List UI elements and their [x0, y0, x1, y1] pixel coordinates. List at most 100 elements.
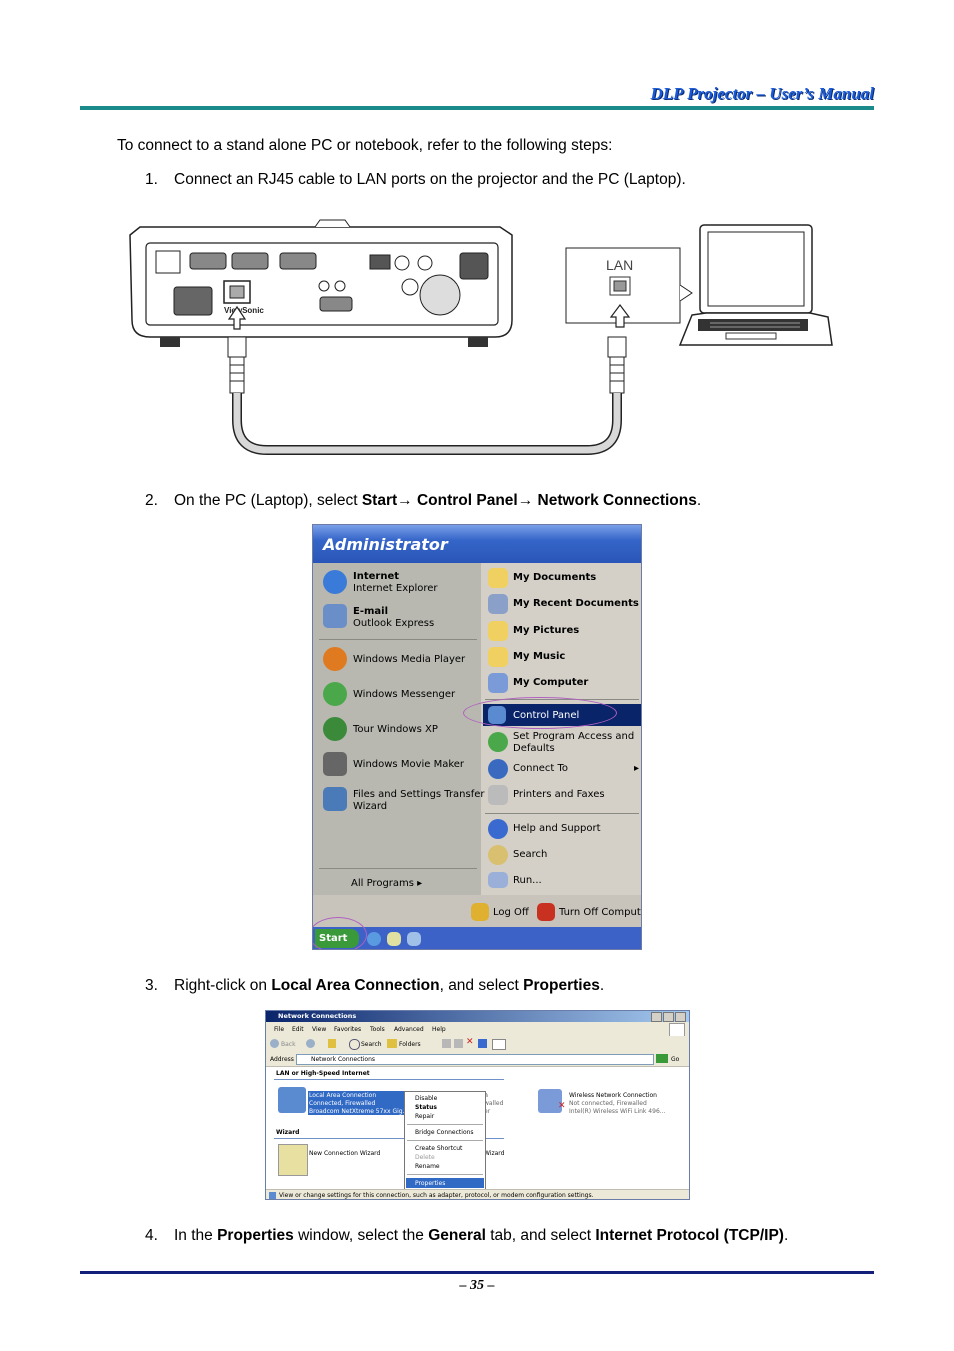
network-connections-screenshot: Network Connections File Edit View Favor…: [265, 1010, 690, 1200]
go-icon[interactable]: [656, 1054, 668, 1063]
section-lan-rule: [274, 1079, 504, 1080]
back-icon[interactable]: [270, 1039, 279, 1048]
ctx-disable[interactable]: Disable: [415, 1095, 438, 1102]
menu-tour-windows-xp[interactable]: Tour Windows XP: [353, 724, 438, 735]
undo-icon[interactable]: [478, 1039, 487, 1048]
menu-view[interactable]: View: [312, 1026, 327, 1033]
ctx-properties[interactable]: Properties: [415, 1180, 446, 1187]
left-separator: [319, 639, 477, 640]
menu-my-documents[interactable]: My Documents: [513, 572, 597, 583]
menu-windows-messenger[interactable]: Windows Messenger: [353, 689, 456, 700]
help-icon: [488, 819, 508, 839]
close-button[interactable]: [675, 1012, 686, 1022]
step-3-text: Right-click on Local Area Connection, an…: [174, 977, 604, 995]
menu-search[interactable]: Search: [513, 849, 548, 860]
menu-help-and-support[interactable]: Help and Support: [513, 823, 601, 834]
ctx-sep-1: [407, 1124, 483, 1125]
wizard-partial: Wizard: [484, 1150, 505, 1157]
step-3-local-area-connection: Local Area Connection: [271, 977, 440, 994]
left-bottom-separator: [319, 868, 477, 869]
step-2-number: 2.: [145, 492, 158, 509]
folders-icon: [387, 1039, 397, 1048]
brand-label: ViewSonic: [224, 306, 264, 315]
menu-my-computer[interactable]: My Computer: [513, 677, 589, 688]
address-input[interactable]: Network Connections: [296, 1054, 654, 1065]
menu-windows-movie-maker[interactable]: Windows Movie Maker: [353, 759, 465, 770]
header-title: DLP Projector – User’s Manual: [650, 84, 874, 103]
program-access-icon: [488, 732, 508, 752]
page-number: – 35 –: [459, 1278, 495, 1293]
search-icon: [488, 845, 508, 865]
toolbar-back[interactable]: Back: [281, 1041, 296, 1048]
quicklaunch-explorer-icon[interactable]: [407, 932, 421, 946]
ctx-repair[interactable]: Repair: [415, 1113, 435, 1120]
up-folder-icon[interactable]: [328, 1039, 336, 1048]
menu-internet[interactable]: Internet: [353, 571, 400, 582]
tour-xp-icon: [323, 717, 347, 741]
quicklaunch-ie-icon[interactable]: [367, 932, 381, 946]
step-2-pre: On the PC (Laptop), select: [174, 492, 362, 509]
step-2-arrow-2: →: [517, 492, 538, 509]
menu-my-pictures[interactable]: My Pictures: [513, 625, 580, 636]
forward-icon[interactable]: [306, 1039, 315, 1048]
copy-to-icon[interactable]: [454, 1039, 463, 1048]
ctx-create-shortcut[interactable]: Create Shortcut: [415, 1145, 463, 1152]
menu-tools[interactable]: Tools: [370, 1026, 385, 1033]
menu-favorites[interactable]: Favorites: [334, 1026, 362, 1033]
movie-maker-icon: [323, 752, 347, 776]
ctx-sep-3: [407, 1174, 483, 1175]
maximize-button[interactable]: [663, 1012, 674, 1022]
menu-printers-and-faxes[interactable]: Printers and Faxes: [513, 789, 605, 800]
step-2-network-connections: Network Connections: [537, 492, 697, 509]
log-off-button[interactable]: Log Off: [493, 907, 529, 918]
menu-edit[interactable]: Edit: [292, 1026, 304, 1033]
menu-files-settings-transfer[interactable]: Files and Settings Transfer: [353, 789, 485, 800]
minimize-button[interactable]: [651, 1012, 662, 1022]
nw-window-controls: [651, 1012, 686, 1022]
section-wizard: Wizard: [276, 1129, 300, 1136]
step-4-number: 4.: [145, 1227, 158, 1244]
menu-connect-to[interactable]: Connect To: [513, 763, 569, 774]
step-1-number: 1.: [145, 171, 158, 188]
connect-to-arrow-icon: ▸: [634, 763, 640, 774]
views-icon[interactable]: [492, 1039, 506, 1050]
power-icon: [537, 903, 555, 921]
ctx-delete[interactable]: Delete: [415, 1154, 435, 1161]
move-to-icon[interactable]: [442, 1039, 451, 1048]
step-2-arrow-1: →: [397, 492, 417, 509]
menu-file[interactable]: File: [274, 1026, 285, 1033]
step-3-number: 3.: [145, 977, 158, 994]
menu-run[interactable]: Run...: [513, 875, 542, 886]
new-connection-wizard-icon[interactable]: [278, 1144, 308, 1176]
lan-connection-device: Broadcom NetXtreme 57xx Gig...: [309, 1108, 409, 1115]
delete-icon[interactable]: ✕: [466, 1037, 474, 1047]
nw-menu-bar: File Edit View Favorites Tools Advanced …: [266, 1022, 689, 1037]
menu-all-programs[interactable]: All Programs ▸: [351, 878, 423, 889]
menu-email[interactable]: E-mail: [353, 606, 389, 617]
my-computer-icon: [488, 673, 508, 693]
menu-my-music[interactable]: My Music: [513, 651, 566, 662]
new-connection-wizard[interactable]: New Connection Wizard: [309, 1150, 381, 1157]
wireless-connection-icon[interactable]: [538, 1089, 562, 1113]
messenger-icon: [323, 682, 347, 706]
turn-off-button[interactable]: Turn Off Computer: [559, 907, 642, 918]
lan-connection-icon[interactable]: [278, 1087, 306, 1113]
menu-set-program-access[interactable]: Set Program Access and: [513, 731, 635, 742]
menu-advanced[interactable]: Advanced: [394, 1026, 424, 1033]
status-bar-icon: [269, 1192, 276, 1199]
ctx-rename[interactable]: Rename: [415, 1163, 440, 1170]
menu-windows-media-player[interactable]: Windows Media Player: [353, 654, 466, 665]
ctx-bridge-connections[interactable]: Bridge Connections: [415, 1129, 474, 1136]
menu-internet-sub: Internet Explorer: [353, 583, 438, 594]
toolbar-folders[interactable]: Folders: [399, 1041, 421, 1048]
ctx-status[interactable]: Status: [415, 1104, 437, 1111]
lan-connection-selected[interactable]: [308, 1091, 404, 1115]
start-menu-user: Administrator: [323, 535, 448, 554]
step-3-properties: Properties: [523, 977, 600, 994]
menu-help[interactable]: Help: [432, 1026, 446, 1033]
menu-set-program-access-2: Defaults: [513, 743, 555, 754]
go-button[interactable]: Go: [671, 1056, 680, 1063]
menu-my-recent-documents[interactable]: My Recent Documents ▸: [513, 598, 639, 609]
quicklaunch-notepad-icon[interactable]: [387, 932, 401, 946]
toolbar-search[interactable]: Search: [361, 1041, 382, 1048]
